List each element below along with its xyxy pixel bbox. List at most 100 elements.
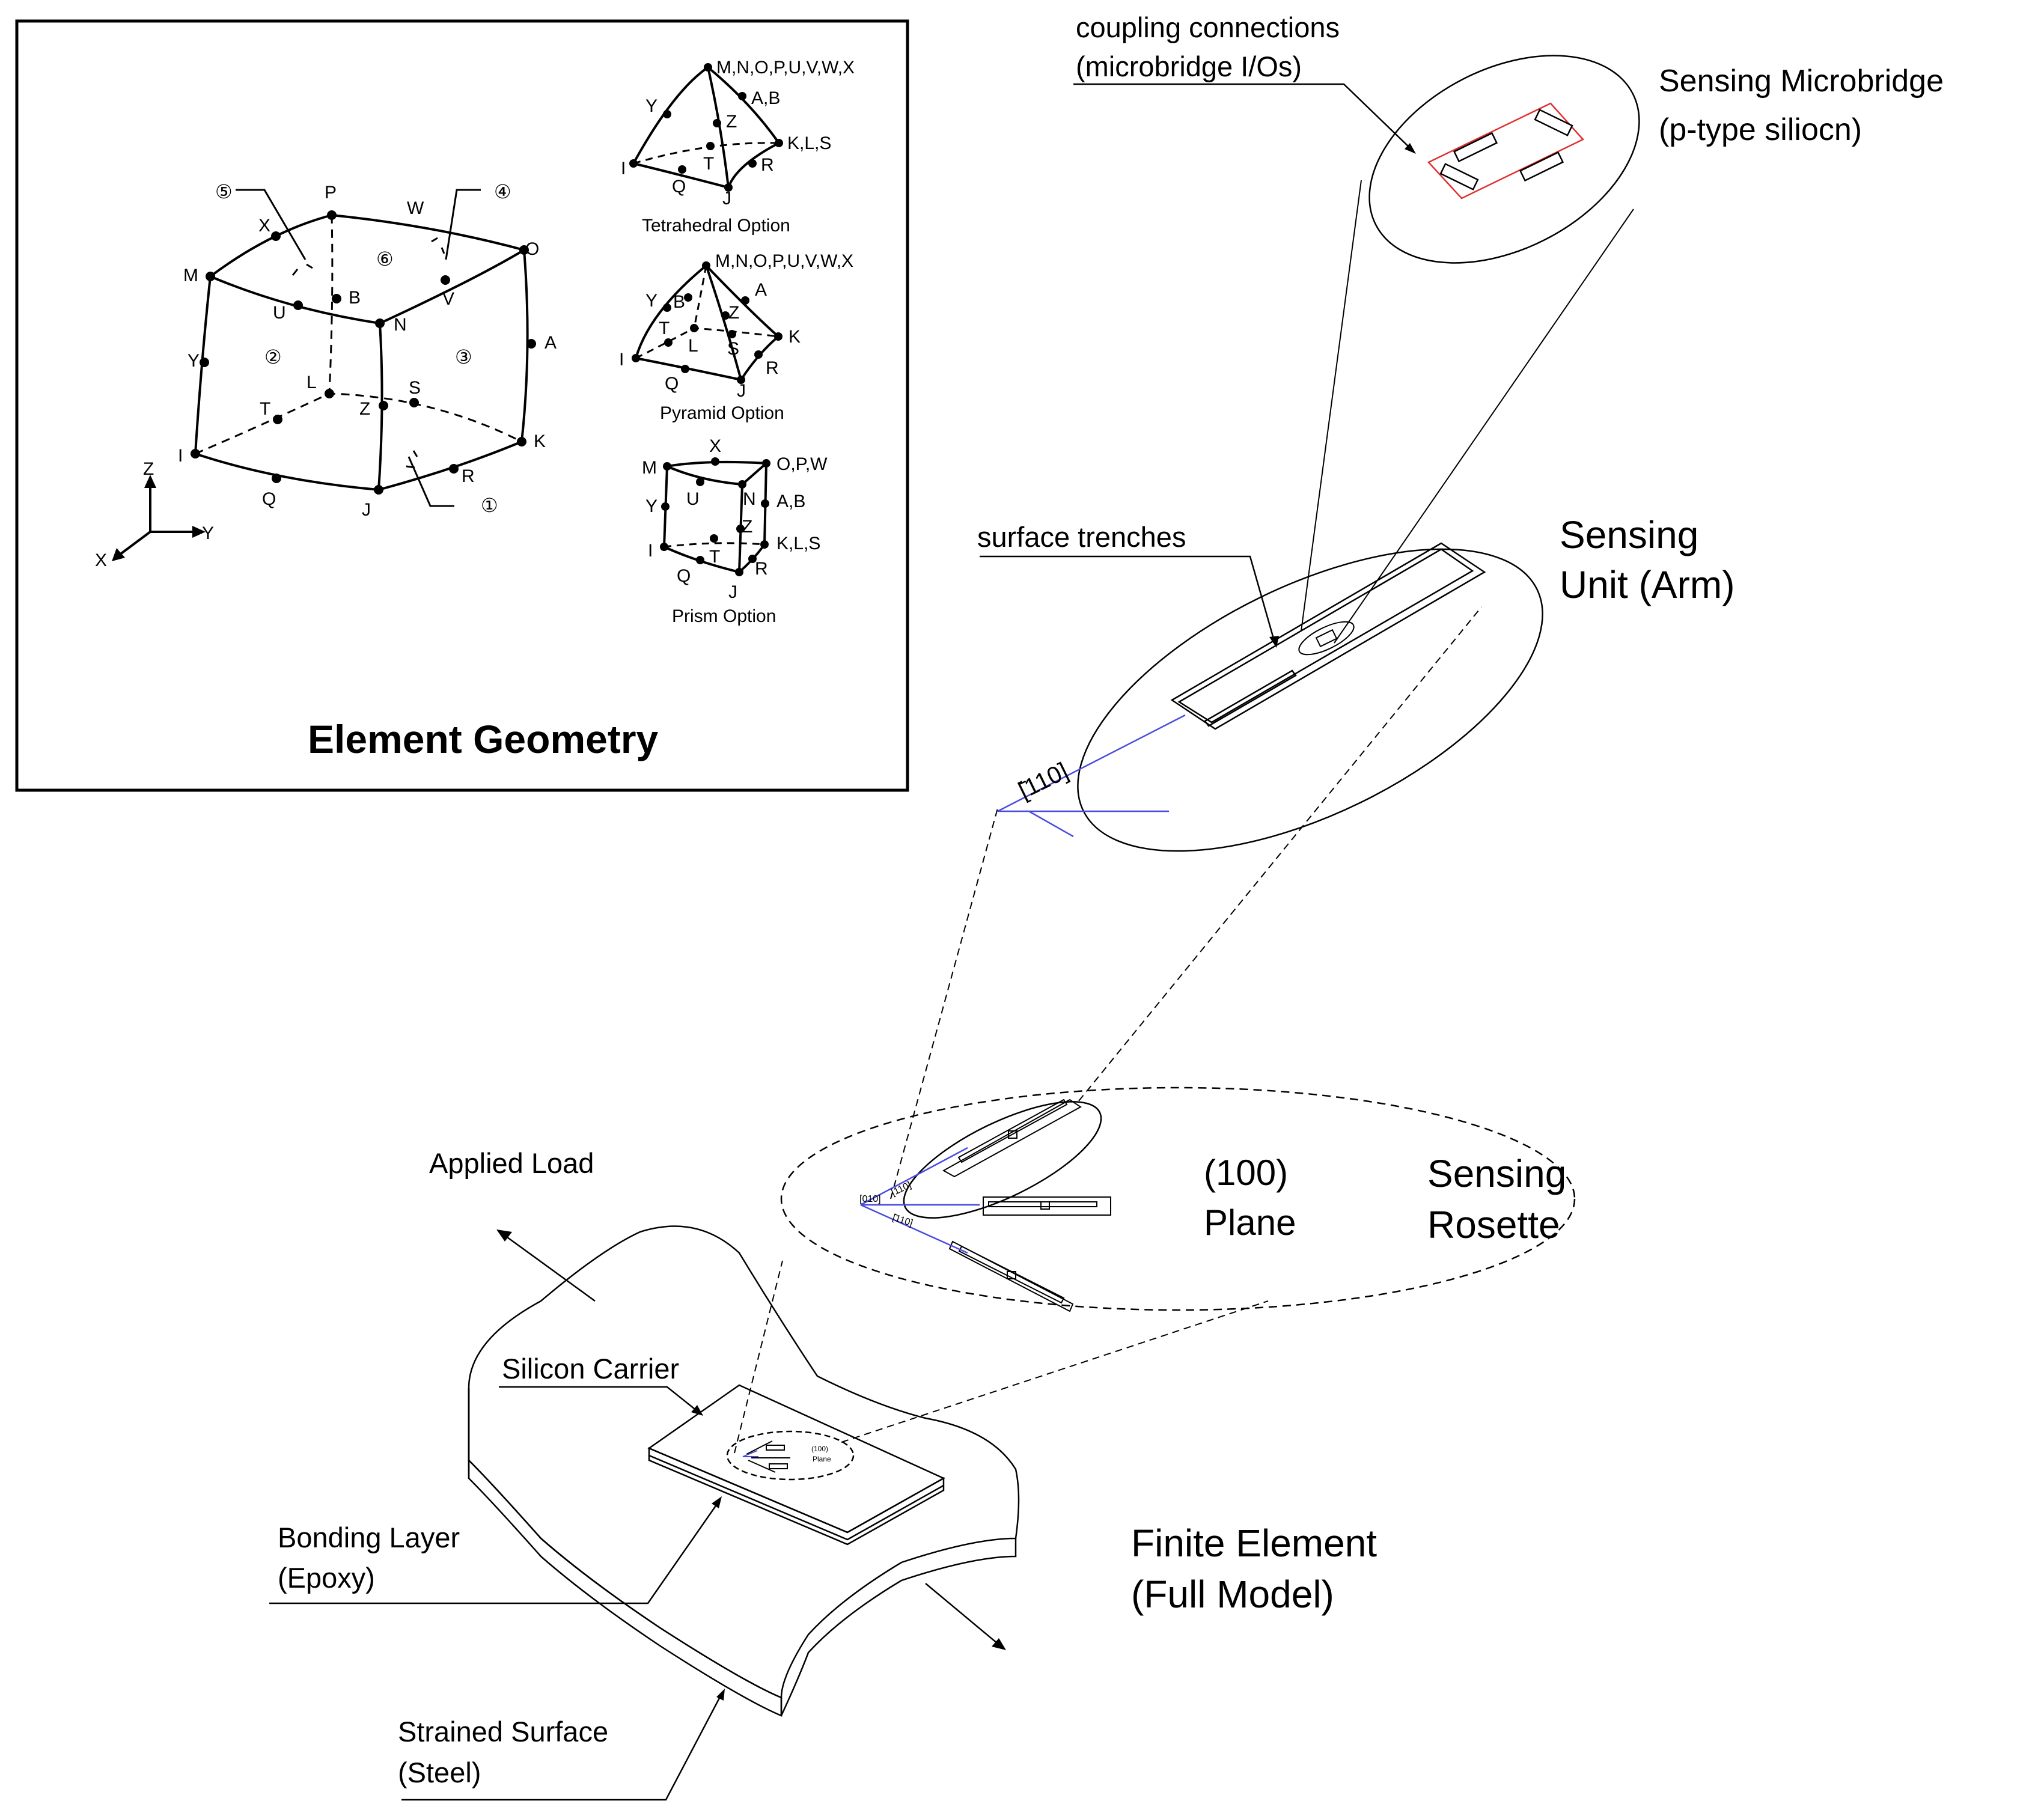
microbridge-label-line2: (p-type siliocn) (1659, 112, 1862, 147)
svg-text:Q: Q (262, 489, 276, 509)
svg-text:Q: Q (665, 374, 679, 394)
svg-text:I: I (648, 541, 653, 561)
carrier-plane-ellipse (726, 1430, 855, 1481)
svg-text:L: L (307, 373, 317, 392)
rosette-label-line1: Sensing (1427, 1152, 1566, 1195)
hex-node-labels: M P O X W U V N B A Y L S T Z I K Q J R (178, 183, 557, 520)
carrier-mini-direction (742, 1450, 758, 1457)
bonding-label-line1: Bonding Layer (278, 1522, 460, 1553)
microbridge-detail: coupling connections (microbridge I/Os) … (1073, 11, 1944, 644)
strained-label-line1: Strained Surface (398, 1716, 608, 1747)
svg-text:T: T (709, 547, 720, 567)
svg-text:Y: Y (645, 291, 657, 311)
svg-text:X: X (709, 436, 721, 456)
svg-text:Z: Z (726, 112, 737, 132)
coupling-leader (1073, 83, 1413, 151)
svg-text:L: L (688, 336, 698, 356)
prism-option: M X O,P,W Y U N A,B Z I T K,L,S Q R J Pr… (642, 436, 828, 626)
rosette-arms (942, 1098, 1111, 1312)
svg-text:J: J (737, 381, 746, 401)
hex-node-dots (191, 210, 536, 495)
coupling-label-line2: (microbridge I/Os) (1076, 50, 1302, 82)
svg-text:⑤: ⑤ (215, 181, 233, 203)
svg-text:J: J (362, 500, 371, 520)
pyramid-caption: Pyramid Option (660, 403, 784, 423)
svg-text:Z: Z (742, 517, 752, 537)
svg-text:A,B: A,B (776, 492, 805, 511)
plane-label-line2: Plane (1204, 1202, 1296, 1243)
face-number-labels: ⑤ ④ ⑥ ② ③ ① (215, 181, 511, 516)
tetrahedral-option: M,N,O,P,U,V,W,X A,B Y Z K,L,S T R I Q J … (621, 58, 855, 236)
svg-text:T: T (260, 399, 270, 419)
svg-text:③: ③ (455, 346, 472, 368)
svg-text:S: S (727, 339, 739, 359)
axis-labels: Z Y X (95, 459, 214, 570)
svg-text:Y: Y (645, 96, 657, 116)
svg-text:B: B (673, 292, 685, 312)
coupling-label-line1: coupling connections (1076, 11, 1340, 43)
carrier-plane-label-line2: Plane (813, 1455, 831, 1463)
svg-text:Q: Q (677, 566, 691, 586)
projection-lines-middle (890, 606, 1482, 1199)
svg-text:K,L,S: K,L,S (776, 534, 820, 553)
svg-text:J: J (722, 189, 731, 209)
trench-leader (980, 555, 1275, 641)
steel-block-top (468, 1225, 1020, 1699)
svg-text:K,L,S: K,L,S (787, 133, 831, 153)
svg-text:V: V (442, 289, 454, 309)
trench-arrowhead (1269, 636, 1279, 648)
svg-text:N: N (743, 489, 756, 509)
rosette-label-line2: Rosette (1427, 1203, 1560, 1246)
svg-text:Y: Y (188, 351, 200, 371)
bottom-leaders (269, 1386, 722, 1801)
unit-label-line1: Sensing (1560, 513, 1698, 556)
svg-text:R: R (766, 358, 779, 378)
element-geometry-panel: M P O X W U V N B A Y L S T Z I K Q J R … (15, 19, 909, 792)
bonding-label-line2: (Epoxy) (278, 1562, 375, 1594)
svg-text:M: M (183, 266, 198, 285)
svg-text:A,B: A,B (751, 88, 780, 108)
svg-text:J: J (728, 582, 737, 602)
surface-trench-shapes (1170, 542, 1486, 730)
pyramid-option: M,N,O,P,U,V,W,X A Y B Z T L S K I R Q J … (619, 251, 853, 423)
fe-model-label-line1: Finite Element (1131, 1522, 1377, 1565)
coupling-arrowhead (1405, 143, 1416, 154)
applied-load-label: Applied Load (429, 1147, 594, 1179)
svg-text:I: I (178, 446, 183, 466)
hexahedral-element (116, 189, 529, 558)
arm-direction-lines (997, 714, 1186, 838)
axis-arrowheads (112, 475, 206, 561)
rosette-dir-010: [010] (859, 1194, 881, 1204)
svg-text:T: T (703, 154, 714, 174)
svg-text:W: W (407, 198, 424, 218)
sensing-rosette-detail: [010] [110] [̄110] (100) Plane Sensing R… (734, 1086, 1576, 1454)
prism-caption: Prism Option (672, 606, 776, 626)
unit-label-line2: Unit (Arm) (1560, 563, 1735, 606)
bottom-leader-arrowheads (691, 1405, 725, 1701)
svg-text:M,N,O,P,U,V,W,X: M,N,O,P,U,V,W,X (716, 58, 855, 78)
svg-text:R: R (755, 559, 768, 579)
svg-text:M,N,O,P,U,V,W,X: M,N,O,P,U,V,W,X (715, 251, 853, 271)
svg-text:R: R (462, 466, 475, 486)
projection-lines-bottom (734, 1260, 1269, 1454)
panel-frame (15, 19, 909, 792)
bonding-layer-edge (648, 1455, 945, 1546)
rosette-ellipse (780, 1086, 1576, 1311)
microbridge-io-pads (1439, 109, 1573, 190)
rosette-direction-lines (860, 1147, 980, 1254)
svg-text:Q: Q (672, 177, 686, 197)
svg-text:A: A (755, 280, 767, 300)
steel-block-front (468, 1388, 783, 1717)
svg-text:Y: Y (202, 523, 214, 543)
trenches-label: surface trenches (977, 521, 1186, 553)
strained-label-line2: (Steel) (398, 1757, 481, 1788)
rosette-arm-ellipse (903, 1101, 1102, 1219)
svg-text:K: K (534, 431, 546, 451)
svg-text:Z: Z (143, 459, 154, 479)
silicon-carrier-label: Silicon Carrier (502, 1353, 679, 1385)
svg-text:②: ② (264, 346, 282, 368)
svg-text:T: T (659, 318, 670, 338)
svg-text:P: P (325, 183, 337, 203)
svg-text:U: U (273, 303, 286, 323)
svg-text:⑥: ⑥ (376, 248, 394, 270)
